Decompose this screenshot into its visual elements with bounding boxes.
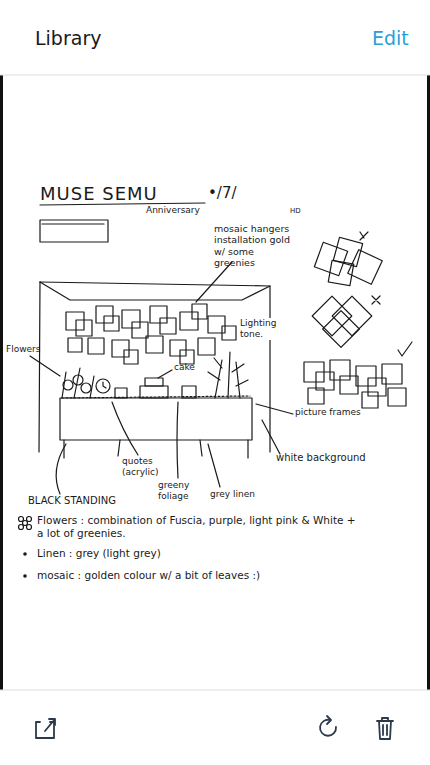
sketch-stroke [388,388,406,406]
sketch-stroke [146,336,163,353]
sketch-stroke [314,232,382,286]
sketch-stroke [170,340,186,356]
sketch-stroke [27,517,32,522]
sketch-stroke [62,396,250,398]
sketch-stroke [314,242,347,275]
sketch-stroke [316,372,334,390]
nav-back: Library [35,27,101,50]
sketch-stroke [180,312,198,330]
note-text: Flowers : combination of Fuscia, purple,… [37,514,357,539]
subtitle-note: Anniversary [146,205,200,216]
sketch-stroke [19,517,24,522]
toolbar-icons [36,716,393,739]
sketch-stroke [222,326,236,340]
callout-label: white background [276,452,366,464]
sketch-stroke [140,386,168,398]
sketch-stroke [427,75,430,690]
sketch-stroke [40,220,108,242]
sketch-stroke [323,311,360,348]
sketch-stroke [160,318,176,334]
sketch-stroke [0,75,430,76]
sketch-stroke [27,525,32,530]
sketch-stroke [23,521,28,526]
callout-label: quotes (acrylic) [122,456,170,478]
sketch-stroke [122,310,140,328]
sketch-stroke [398,342,412,356]
callout-label: greeny foliage [158,480,204,502]
corner-note: HD [290,207,301,215]
sketch-stroke [150,306,167,323]
sketch-stroke [62,368,94,398]
callout-label: Lighting tone. [240,318,284,340]
callout-label: mosaic hangers installation gold w/ some… [214,223,294,269]
sketch-stroke [64,440,248,458]
sketch-stroke [308,388,324,404]
sketch-stroke [103,382,106,388]
sketch-stroke [23,574,27,578]
sketch-stroke [112,402,138,455]
sketch-lines [19,203,413,530]
sketch-stroke [158,370,172,378]
sketch-stroke [68,338,82,352]
sketch-stroke [30,356,60,376]
callout-label: BLACK STANDING [28,495,116,507]
note-text: Linen : grey (light grey) [37,547,161,560]
sketch-stroke [96,379,110,393]
sketch-stroke [198,338,215,355]
sketch-stroke [262,420,280,454]
sketch-stroke [332,296,372,336]
sketch-stroke [40,282,270,300]
sketch-stroke [88,338,104,354]
callout-label: picture frames [295,407,361,418]
sketch-stroke [66,312,84,330]
sketch-stroke [312,296,380,347]
sketch-stroke [112,340,129,357]
sketch-stroke [180,350,194,364]
sketch-stroke [56,444,66,494]
sketch-stroke [177,402,178,478]
sketch-stroke [360,232,368,240]
sketch-stroke [192,304,207,319]
sketch-stroke [208,352,248,398]
sketch-stroke [19,525,24,530]
sketch-stroke [372,296,380,304]
viewer-frame [0,75,430,690]
callout-label: cake [174,362,195,373]
sketch-stroke [104,316,119,331]
sketch-stroke [76,320,92,336]
callout-label: grey linen [210,489,255,500]
bullet-dots [23,552,27,578]
nav-edit: Edit [372,27,409,50]
sketch-stroke [362,392,378,408]
sketch-stroke [256,404,293,414]
sketch-stroke [42,223,104,224]
sketch-stroke [39,282,40,452]
sketch-stroke [45,719,55,731]
sketch-stroke [368,378,386,396]
sketch-stroke [304,342,412,408]
sketch-stroke [145,378,163,386]
sketch-stroke [327,716,331,724]
sketch-stroke [382,364,402,384]
date-note: •/7/ [208,184,237,202]
sketch-stroke [40,282,270,452]
sketch-stroke [377,718,393,739]
sketch-stroke [356,366,376,386]
sketch-stroke [328,260,353,285]
callout-label: Flowers [6,344,40,355]
sketch-stroke [124,350,138,364]
note-text: mosaic : golden colour w/ a bit of leave… [37,569,260,582]
sketch-stroke [60,398,252,440]
sketch-stroke [23,552,27,556]
sketch-stroke [115,388,127,398]
sketch-stroke [208,444,220,487]
sketch-title: MUSE SEMU [40,183,158,205]
sketch-stroke [0,75,3,690]
sketch-stroke [81,383,91,393]
sketch-stroke [340,376,358,394]
sketch-stroke [0,690,430,691]
